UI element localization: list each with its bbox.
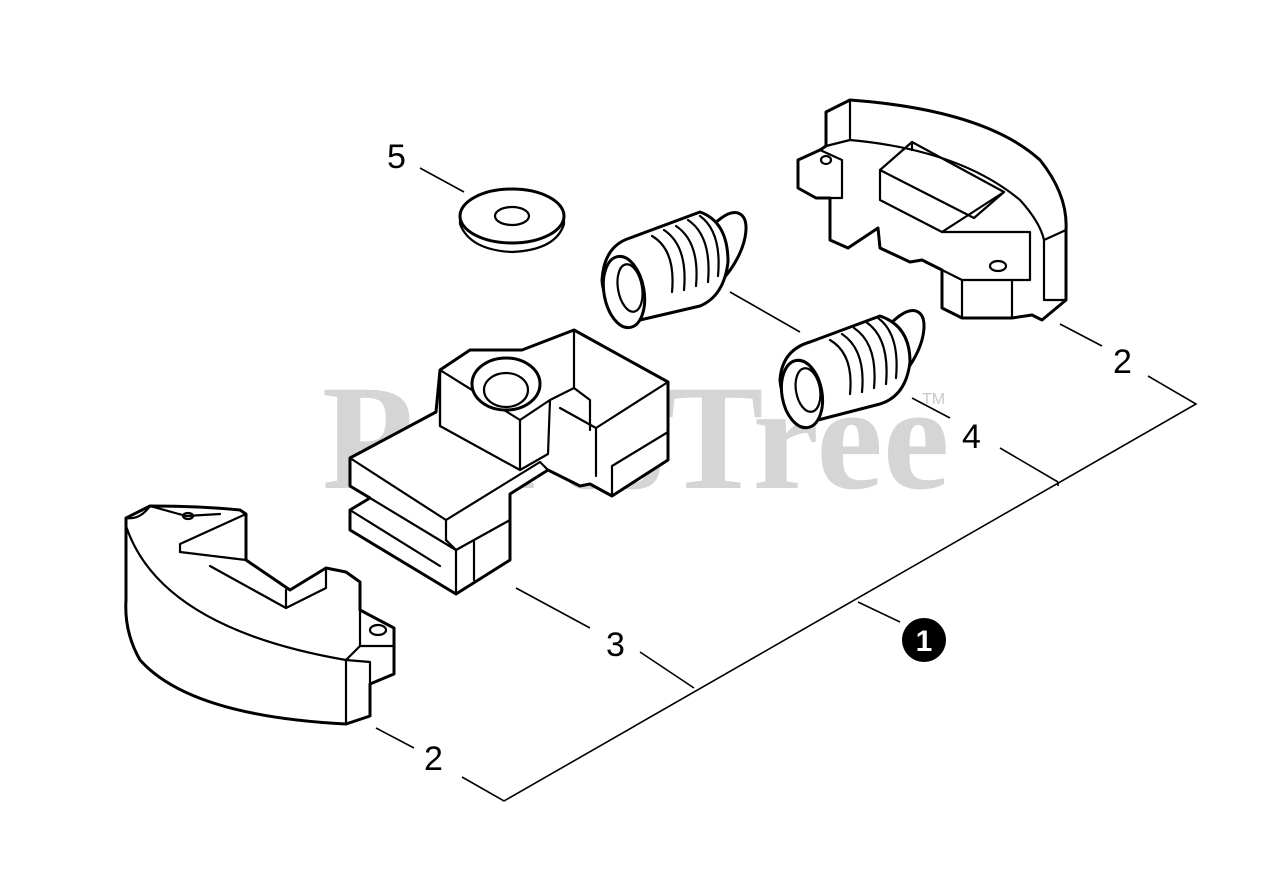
clutch-hub[interactable]	[348, 328, 670, 596]
assembly-callout-circle	[902, 618, 946, 662]
washer[interactable]	[458, 187, 566, 254]
assembly-callout[interactable]: 1	[902, 618, 946, 662]
clutch-shoe-left[interactable]	[124, 504, 396, 726]
watermark-trademark: TM	[922, 391, 945, 408]
callout-shoe-right: 2	[1113, 343, 1132, 381]
spring-upper[interactable]	[598, 204, 757, 331]
callout-washer: 5	[387, 138, 406, 176]
spring-lower[interactable]	[776, 302, 935, 431]
leader-lines	[375, 167, 1198, 802]
clutch-shoe-right[interactable]	[796, 98, 1068, 322]
callout-hub: 3	[606, 626, 625, 664]
assembly-callout-number: 1	[916, 625, 933, 658]
callout-shoe-left: 2	[424, 740, 443, 778]
callout-spring: 4	[962, 418, 981, 456]
